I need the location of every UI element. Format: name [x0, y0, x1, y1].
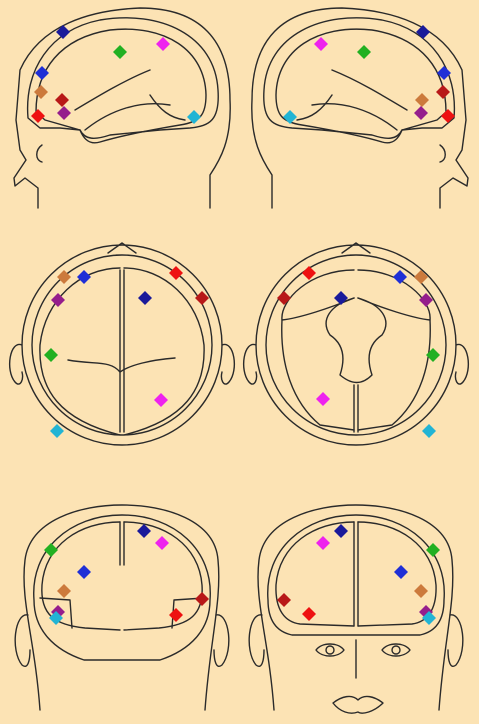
electrode-blue: [393, 270, 407, 284]
electrode-cyan: [187, 110, 201, 124]
frontal-lobes: [282, 270, 430, 320]
right-ear: [455, 344, 468, 384]
cerebellum-fissure: [354, 385, 358, 432]
longitudinal-fissure: [120, 270, 124, 432]
electrode-blue: [394, 565, 408, 579]
left-ear: [249, 615, 264, 666]
electrode-red: [169, 608, 183, 622]
posterior-view: [15, 505, 229, 710]
electrode-darkred: [436, 85, 450, 99]
longitudinal-fissure: [120, 522, 124, 565]
electrode-magenta: [316, 392, 330, 406]
electrode-darkred: [195, 592, 209, 606]
electrode-magenta: [314, 37, 328, 51]
electrode-orange: [415, 93, 429, 107]
electrode-purple: [57, 106, 71, 120]
electrode-cyan: [283, 110, 297, 124]
electrode-red: [441, 109, 455, 123]
electrode-orange: [414, 584, 428, 598]
right-hemisphere: [124, 268, 204, 435]
head-outline: [22, 245, 222, 445]
temporal-lobes: [282, 320, 430, 430]
electrode-blue: [77, 270, 91, 284]
right-pupil: [392, 646, 400, 654]
central-sulcus: [68, 358, 175, 372]
electrode-green: [357, 45, 371, 59]
electrode-green: [426, 543, 440, 557]
electrode-red: [302, 607, 316, 621]
brainstem: [326, 298, 386, 383]
superior-view: [10, 243, 235, 445]
electrode-red: [31, 109, 45, 123]
skull-outline: [28, 18, 219, 138]
ear-outline: [440, 145, 445, 162]
electrode-magenta: [155, 536, 169, 550]
temporal-lobe: [85, 104, 170, 130]
electrode-navy: [138, 291, 152, 305]
electrode-red: [302, 266, 316, 280]
brain-surface: [276, 29, 446, 143]
left-ear: [10, 344, 23, 384]
right-ear: [221, 344, 234, 384]
electrode-purple: [414, 106, 428, 120]
head-outline: [252, 8, 468, 208]
temporal-lobe: [312, 104, 397, 130]
electrode-navy: [334, 291, 348, 305]
right-lateral-view: [252, 8, 468, 208]
electrode-navy: [334, 524, 348, 538]
head-outline: [14, 8, 230, 208]
inferior-view: [244, 243, 469, 445]
right-ear: [214, 615, 229, 666]
electrode-navy: [56, 25, 70, 39]
electrode-navy: [137, 524, 151, 538]
head-outline: [24, 505, 219, 710]
sylvian-fissure: [75, 70, 185, 120]
left-ear: [15, 615, 30, 666]
electrode-blue: [77, 565, 91, 579]
electrode-magenta: [316, 536, 330, 550]
electrode-purple: [51, 293, 65, 307]
left-hemisphere: [276, 522, 354, 626]
skull-outline: [32, 255, 212, 435]
electrode-navy: [416, 25, 430, 39]
electrode-magenta: [156, 37, 170, 51]
electrode-green: [44, 543, 58, 557]
sylvian-fissure: [297, 70, 407, 120]
ear-outline: [37, 145, 42, 162]
left-lateral-view: [14, 8, 230, 208]
skull-outline: [34, 515, 211, 660]
electrode-darkred: [277, 291, 291, 305]
skull-outline: [268, 515, 445, 635]
electrode-cyan: [50, 424, 64, 438]
electrode-darkred: [55, 93, 69, 107]
electrode-green: [44, 348, 58, 362]
electrode-orange: [34, 85, 48, 99]
right-ear: [448, 615, 463, 666]
mouth: [333, 696, 383, 713]
left-pupil: [326, 646, 334, 654]
electrode-green: [113, 45, 127, 59]
left-ear: [244, 344, 257, 384]
electrode-magenta: [154, 393, 168, 407]
electrode-orange: [414, 270, 428, 284]
electrode-darkred: [277, 593, 291, 607]
electrode-cyan: [422, 424, 436, 438]
electrode-orange: [57, 584, 71, 598]
electrode-red: [169, 266, 183, 280]
longitudinal-fissure: [354, 522, 358, 626]
anterior-view: [249, 505, 463, 713]
